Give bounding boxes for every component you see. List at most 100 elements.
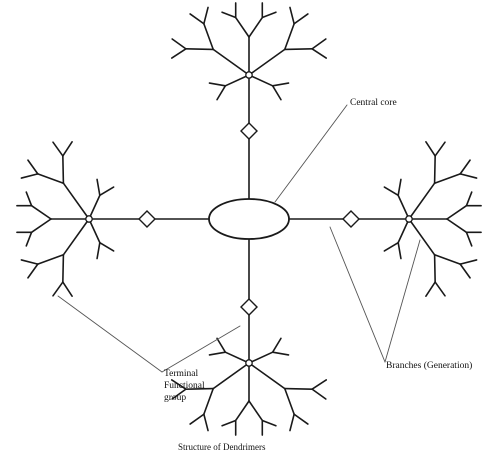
- left-arm-limb-left-bond: [62, 218, 90, 256]
- left-arm-limb-right-bond: [20, 173, 39, 179]
- right-arm-limb-right-bond: [425, 281, 436, 298]
- right-arm-limb-left-bond: [433, 155, 436, 185]
- left-arm-limb-right-bond: [62, 182, 90, 220]
- central-core-ellipse: [208, 198, 290, 240]
- left-arm-limb-right-bond: [62, 155, 65, 185]
- bottom-arm-trunk-bond: [261, 419, 277, 427]
- bottom-arm-limb-back-right-bond: [208, 351, 227, 356]
- top-arm-limb-left-bond: [170, 48, 187, 59]
- right-arm-limb-right-bond: [433, 253, 436, 283]
- right-arm-trunk-bond: [446, 204, 468, 220]
- bottom-arm-trunk-bond: [221, 419, 237, 427]
- right-arm-limb-left-bond: [433, 173, 462, 185]
- top-arm-trunk-bond: [221, 11, 237, 19]
- bottom-arm-limb-left-bond: [311, 379, 328, 390]
- top-arm-limb-right-bond: [283, 48, 313, 51]
- bottom-arm-limb-right-bond: [171, 388, 187, 400]
- right-arm-limb-back-left-bond: [397, 178, 402, 197]
- bottom-arm-limb-right-bond: [203, 387, 215, 416]
- bottom-arm-diamond-node: [240, 298, 258, 316]
- top-arm-trunk-bond: [261, 11, 277, 19]
- leader-branches-2: [384, 239, 421, 363]
- right-arm-limb-back-left-bond: [397, 194, 410, 220]
- right-arm-limb-right-bond: [433, 253, 462, 265]
- left-arm-limb-right-bond: [62, 140, 73, 157]
- right-arm-limb-right-bond: [459, 259, 478, 265]
- top-arm-limb-right-bond: [248, 48, 286, 76]
- left-arm-limb-left-bond: [62, 253, 65, 283]
- top-arm-limb-right-bond: [283, 22, 295, 51]
- right-arm-limb-right-bond: [459, 263, 471, 279]
- top-arm-limb-back-left-bond: [216, 85, 227, 101]
- top-arm-branch-point: [245, 71, 253, 79]
- right-arm-limb-back-right-bond: [397, 218, 410, 244]
- left-arm-limb-left-bond: [27, 263, 39, 279]
- right-arm-limb-back-left-bond: [383, 186, 399, 197]
- left-arm-limb-left-bond: [52, 281, 64, 297]
- right-arm-diamond-node: [342, 210, 360, 228]
- bottom-arm-limb-left-bond: [293, 413, 309, 425]
- leader-central-core: [274, 104, 348, 203]
- leader-branches-1: [329, 226, 386, 363]
- top-arm-trunk-bond: [234, 16, 250, 38]
- left-arm-trunk-bond: [25, 231, 33, 247]
- left-arm-limb-back-right-bond: [96, 178, 101, 197]
- right-arm-branch-point: [405, 215, 413, 223]
- bottom-arm-limb-back-left-bond: [271, 337, 282, 353]
- left-arm-trunk-bond: [25, 191, 33, 207]
- left-arm-limb-left-bond: [20, 259, 39, 265]
- left-arm-limb-back-right-bond: [88, 194, 101, 220]
- right-arm-limb-left-bond: [459, 173, 478, 179]
- right-arm-limb-back-right-bond: [397, 241, 402, 260]
- bottom-arm-limb-left-bond: [289, 413, 295, 432]
- bottom-arm-trunk-bond: [234, 400, 250, 422]
- left-arm-limb-left-bond: [62, 281, 73, 298]
- left-arm-limb-right-bond: [52, 141, 64, 157]
- label-branches-generation: Branches (Generation): [386, 361, 473, 371]
- top-arm-limb-left-bond: [171, 38, 187, 50]
- bottom-arm-branch-point: [245, 359, 253, 367]
- right-arm-trunk-bond: [465, 191, 473, 207]
- left-arm-limb-left-bond: [36, 253, 65, 265]
- right-arm-limb-right-bond: [434, 281, 446, 297]
- top-arm-limb-left-bond: [203, 6, 209, 25]
- bottom-arm-limb-left-bond: [311, 388, 327, 400]
- right-arm-limb-back-right-bond: [383, 241, 399, 252]
- left-arm-limb-right-bond: [27, 159, 39, 175]
- diagram-caption: Structure of Dendrimers: [178, 442, 266, 452]
- bottom-arm-limb-back-left-bond: [248, 351, 274, 364]
- bottom-arm-limb-back-left-bond: [271, 351, 290, 356]
- label-terminal-line2: Functional: [164, 381, 205, 391]
- top-arm-limb-left-bond: [212, 48, 250, 76]
- label-terminal-line3: group: [164, 393, 187, 403]
- right-arm-limb-left-bond: [459, 159, 471, 175]
- left-arm-limb-back-left-bond: [99, 241, 115, 252]
- top-arm-limb-back-right-bond: [248, 74, 274, 87]
- top-arm-limb-right-bond: [289, 6, 295, 25]
- bottom-arm-limb-back-right-bond: [224, 351, 250, 364]
- top-arm-diamond-node: [240, 122, 258, 140]
- label-central-core: Central core: [350, 98, 397, 108]
- label-terminal-line1: Terminal: [164, 369, 199, 379]
- top-arm-limb-right-bond: [311, 48, 328, 59]
- leader-terminal-group-2: [161, 325, 241, 373]
- left-arm-diamond-node: [138, 210, 156, 228]
- bottom-arm-limb-left-bond: [248, 362, 286, 390]
- bottom-arm-limb-right-bond: [185, 387, 215, 390]
- top-arm-limb-back-right-bond: [271, 85, 282, 101]
- top-arm-limb-left-bond: [189, 13, 205, 25]
- bottom-arm-trunk-bond: [248, 400, 264, 422]
- top-arm-limb-back-right-bond: [271, 82, 290, 87]
- left-arm-branch-point: [85, 215, 93, 223]
- leader-terminal-group: [57, 295, 163, 373]
- top-arm-limb-left-bond: [185, 48, 215, 51]
- bottom-arm-limb-right-bond: [212, 362, 250, 390]
- top-arm-limb-back-left-bond: [208, 82, 227, 87]
- bottom-arm-limb-right-bond: [203, 413, 209, 432]
- right-arm-limb-left-bond: [408, 182, 436, 220]
- bottom-arm-limb-left-bond: [283, 387, 313, 390]
- bottom-arm-limb-right-bond: [189, 413, 205, 425]
- bottom-arm-limb-left-bond: [283, 387, 295, 416]
- bottom-arm-limb-back-right-bond: [216, 337, 227, 353]
